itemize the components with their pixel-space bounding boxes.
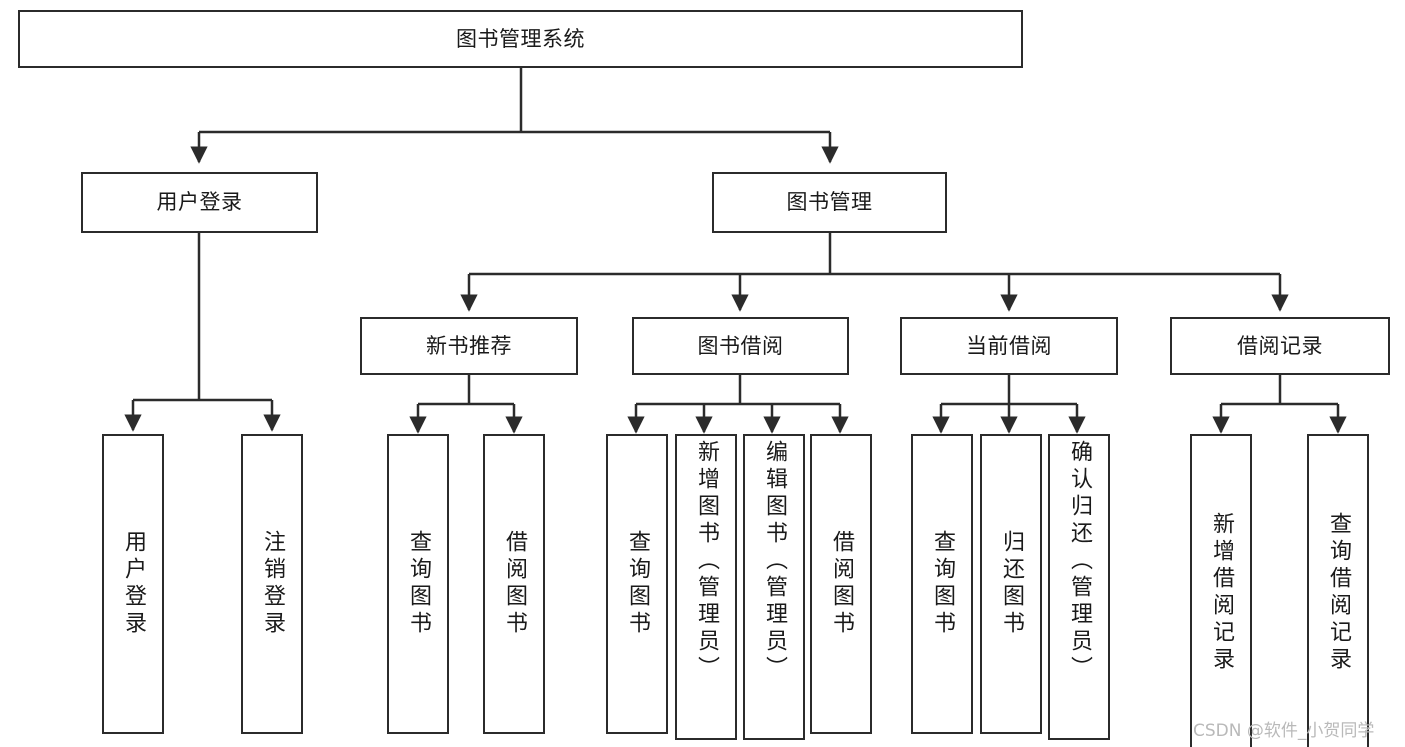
node-label: 图书借阅	[697, 333, 784, 358]
leaf-borrow-book-recommend[interactable]: 借阅图书	[483, 434, 545, 734]
node-label: 新增图书（管理员）	[694, 440, 719, 683]
leaf-confirm-return-admin[interactable]: 确认归还（管理员）	[1048, 434, 1110, 740]
node-label: 借阅图书	[502, 530, 527, 638]
node-label: 图书管理	[786, 190, 873, 215]
leaf-query-borrow-record[interactable]: 查询借阅记录	[1307, 434, 1369, 747]
node-label: 注销登录	[260, 530, 285, 638]
leaf-add-book-admin[interactable]: 新增图书（管理员）	[675, 434, 737, 740]
node-book-management[interactable]: 图书管理	[712, 172, 947, 233]
node-user-login[interactable]: 用户登录	[81, 172, 318, 233]
node-root-system[interactable]: 图书管理系统	[18, 10, 1023, 68]
node-label: 查询图书	[406, 530, 431, 638]
leaf-query-book-borrow[interactable]: 查询图书	[606, 434, 668, 734]
node-label: 图书管理系统	[456, 26, 585, 51]
leaf-query-book-recommend[interactable]: 查询图书	[387, 434, 449, 734]
leaf-logout[interactable]: 注销登录	[241, 434, 303, 734]
leaf-add-borrow-record[interactable]: 新增借阅记录	[1190, 434, 1252, 747]
leaf-user-login[interactable]: 用户登录	[102, 434, 164, 734]
node-new-book-recommend[interactable]: 新书推荐	[360, 317, 578, 375]
node-label: 编辑图书（管理员）	[762, 440, 787, 683]
node-label: 查询图书	[930, 530, 955, 638]
node-borrow-record[interactable]: 借阅记录	[1170, 317, 1390, 375]
node-label: 借阅记录	[1237, 333, 1323, 358]
node-book-borrow[interactable]: 图书借阅	[632, 317, 849, 375]
node-label: 用户登录	[156, 190, 243, 215]
leaf-edit-book-admin[interactable]: 编辑图书（管理员）	[743, 434, 805, 740]
node-label: 确认归还（管理员）	[1067, 440, 1092, 683]
leaf-query-book-current[interactable]: 查询图书	[911, 434, 973, 734]
csdn-watermark: CSDN @软件_小贺同学	[1193, 721, 1375, 741]
node-label: 用户登录	[121, 530, 146, 638]
node-label: 查询借阅记录	[1326, 512, 1351, 674]
node-label: 新书推荐	[426, 333, 512, 358]
node-label: 新增借阅记录	[1209, 512, 1234, 674]
node-label: 借阅图书	[829, 530, 854, 638]
node-label: 当前借阅	[966, 333, 1052, 358]
leaf-return-book[interactable]: 归还图书	[980, 434, 1042, 734]
node-label: 归还图书	[999, 530, 1024, 638]
node-label: 查询图书	[625, 530, 650, 638]
node-current-borrow[interactable]: 当前借阅	[900, 317, 1118, 375]
leaf-borrow-book[interactable]: 借阅图书	[810, 434, 872, 734]
